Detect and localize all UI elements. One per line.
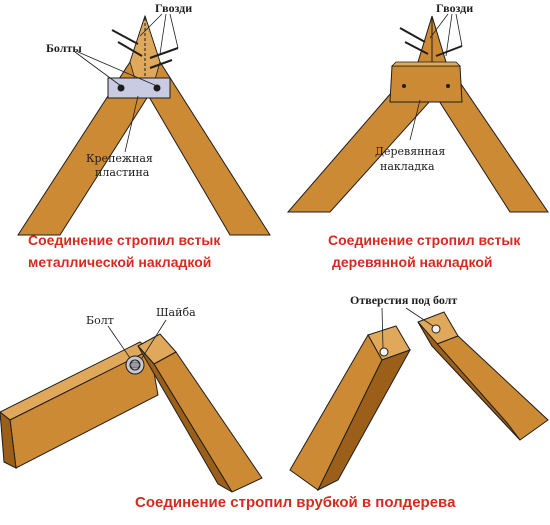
pad-label-line2: накладка	[380, 160, 435, 173]
bolt-right-icon	[446, 84, 450, 88]
caption-half-lap: Соединение стропил врубкой в полдерева	[135, 494, 456, 511]
bolt-right-icon	[153, 84, 161, 92]
nail-icon	[149, 59, 173, 69]
plate-label-line1: Крепежная	[86, 152, 153, 165]
caption-metal-line2: металлической накладкой	[28, 254, 212, 270]
nail-icon	[111, 29, 139, 45]
beam-right-front	[153, 351, 263, 493]
washer-label: Шайба	[156, 306, 196, 319]
leader-line	[429, 13, 449, 39]
nails-label: Гвозди	[436, 1, 473, 15]
panel-half-lap-holes: Отверстия под болт	[289, 293, 549, 492]
rafter-left	[17, 15, 153, 236]
panel-half-lap-bolt: Болт Шайба	[0, 306, 263, 493]
panel-metal-plate: Гвозди Болты Крепежная пластина	[17, 1, 271, 236]
nail-icon	[404, 41, 429, 55]
leader-line	[124, 95, 139, 153]
bolt-label: Болт	[86, 314, 114, 327]
leader-line	[107, 325, 131, 359]
metal-plate	[107, 77, 171, 99]
nail-icon	[117, 41, 143, 57]
bolt-hole-left-icon	[379, 347, 389, 357]
leader-line	[409, 99, 421, 141]
leader-line	[77, 51, 158, 87]
rafter-right	[144, 15, 271, 236]
plate-label-line2: пластина	[95, 166, 150, 179]
caption-wood-line1: Соединение стропил встык	[328, 232, 521, 248]
wooden-pad-top	[391, 61, 461, 67]
rafter-right	[431, 15, 549, 213]
beam-left-side	[316, 349, 412, 492]
panel-wood-pad: Гвозди Деревянная накладка	[286, 1, 549, 213]
leader-line	[141, 319, 167, 359]
beam-right-side	[137, 345, 233, 493]
beam-right-front	[431, 335, 549, 441]
bolts-label: Болты	[46, 41, 82, 55]
leader-line	[445, 13, 453, 57]
nail-icon	[149, 47, 179, 59]
bolt-left-icon	[117, 84, 125, 92]
pad-label-line1: Деревянная	[375, 145, 445, 158]
bolt-holes-label: Отверстия под болт	[350, 293, 457, 307]
wooden-pad	[389, 65, 463, 103]
bolt-left-icon	[402, 84, 406, 88]
leader-line	[405, 307, 434, 327]
leader-line	[381, 307, 384, 349]
bolt-head-icon	[129, 361, 141, 369]
nail-icon	[435, 45, 463, 57]
leader-line	[169, 13, 179, 49]
beam-right-side	[417, 321, 521, 441]
beam-left-end	[0, 411, 17, 469]
nail-icon	[399, 27, 426, 43]
nails-label: Гвозди	[155, 1, 192, 15]
leader-line	[74, 51, 122, 87]
leader-line	[159, 13, 167, 55]
caption-metal-line1: Соединение стропил встык	[28, 232, 221, 248]
bolt-hole-right-icon	[431, 324, 441, 334]
leader-line	[139, 13, 163, 37]
rafter-left	[286, 15, 441, 213]
caption-wood-line2: деревянной накладкой	[332, 254, 493, 270]
leader-line	[455, 13, 463, 47]
